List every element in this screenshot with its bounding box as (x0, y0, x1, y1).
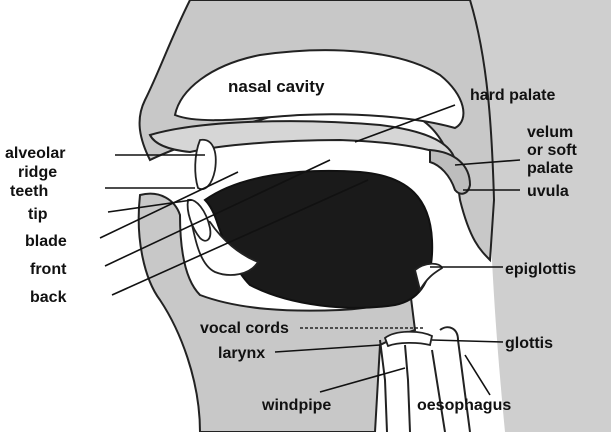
label-alveolar: alveolar (5, 145, 65, 162)
leader-glottis (432, 340, 503, 342)
lower-teeth (188, 200, 211, 241)
label-teeth: teeth (10, 183, 48, 200)
label-vocal-cords: vocal cords (200, 320, 289, 337)
glottis-shape (385, 332, 432, 346)
label-uvula: uvula (527, 183, 569, 200)
label-larynx: larynx (218, 345, 265, 362)
label-front: front (30, 261, 67, 278)
label-palate: palate (527, 160, 573, 177)
label-back: back (30, 289, 67, 306)
label-ridge: ridge (18, 164, 57, 181)
tongue (205, 171, 432, 308)
leader-oesophagus (465, 355, 490, 395)
upper-teeth (195, 140, 216, 189)
label-oesophagus: oesophagus (417, 397, 511, 414)
label-windpipe: windpipe (261, 397, 331, 414)
label-epiglottis: epiglottis (505, 261, 576, 278)
windpipe-shape (380, 340, 410, 432)
label-velum: velum (527, 124, 573, 141)
label-tip: tip (28, 206, 48, 223)
label-hard-palate: hard palate (470, 87, 555, 104)
label-blade: blade (25, 233, 67, 250)
oesophagus-shape (432, 327, 470, 432)
label-glottis: glottis (505, 335, 553, 352)
label-nasal-cavity: nasal cavity (228, 77, 325, 96)
label-or-soft: or soft (527, 142, 577, 159)
